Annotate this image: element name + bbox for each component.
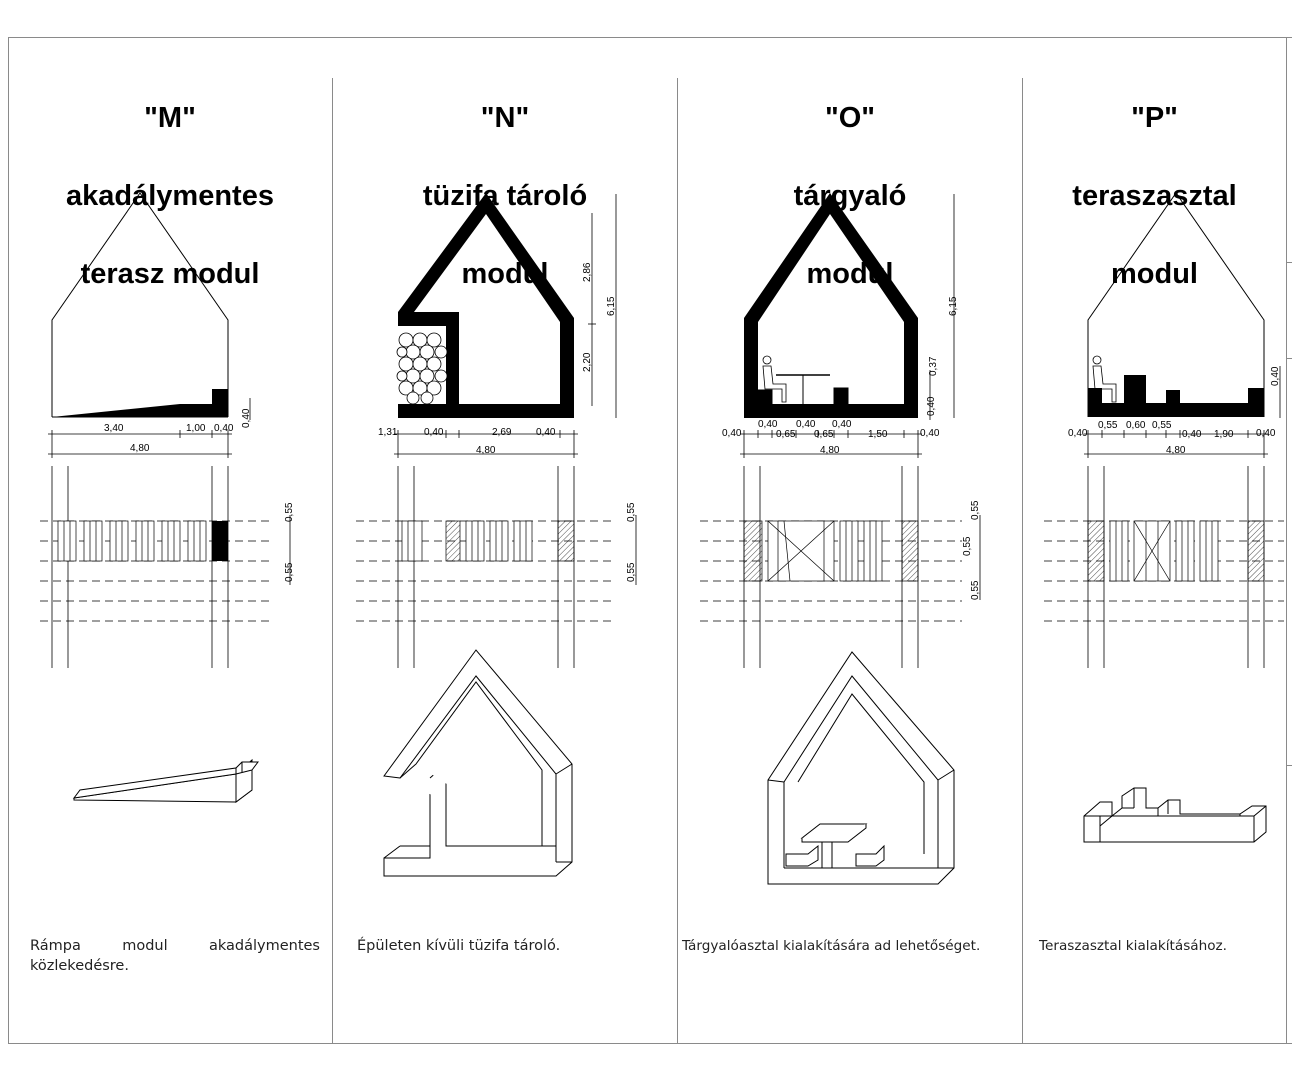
dim-text: 0,40 [1270,366,1281,386]
dim-text: 4,80 [130,443,150,454]
section-elevation-p [1087,192,1265,417]
dim-text: 0,40 [920,428,940,439]
dim-text: 0,40 [926,396,937,416]
module-name-line-2: modul [1111,258,1198,290]
dim-text: 0,55 [970,500,981,520]
right-edge-tick-1 [1286,262,1292,263]
frame-top-line [8,37,1292,38]
column-divider-3 [1022,78,1023,1044]
frame-bottom-line [8,1043,1292,1044]
plan-view-m [51,466,229,668]
plan-solid-block-m [212,521,228,561]
dimension-lines-o [740,194,955,458]
module-title: "N" tüzifa tároló modul [333,60,677,333]
column-divider-1 [332,78,333,1044]
dim-text: 1,31 [378,427,398,438]
dim-text: 4,80 [476,445,496,456]
right-edge-tick-3 [1286,765,1292,766]
dim-text: 0,40 [1256,428,1276,439]
dimension-lines-p [1084,366,1281,458]
dim-text: 0,55 [284,502,295,522]
dim-text: 0,55 [626,502,637,522]
frame-left-line [8,37,9,1044]
dim-text: 0,65 [776,429,796,440]
seated-person-figure [1092,355,1117,403]
dim-text: 3,40 [104,423,124,434]
module-description: Teraszasztal kialakításához. [1039,938,1227,954]
module-name-line-1: teraszasztal [1072,180,1237,212]
plan-slats-o [743,520,919,582]
firewood-logs [396,332,448,405]
module-column-m: "M" akadálymentes terasz modul Rámpa mod… [8,38,332,1044]
seated-person-figure [762,355,787,403]
dim-text: 4,80 [1166,445,1186,456]
dim-text: 0,37 [928,356,939,376]
table-section-o [757,374,849,405]
module-description: Épületen kívüli tüzifa tároló. [357,938,561,954]
right-edge-tick-2 [1286,358,1292,359]
module-name-line-2: terasz modul [80,258,260,290]
axonometric-terrace-table-p [1083,787,1267,843]
module-name-line-1: tárgyaló [793,180,907,212]
module-description: Rámpa modul akadálymentes közlekedésre. [30,938,320,974]
dimension-lines-n [394,194,617,458]
dim-text: 0,55 [1098,420,1118,431]
dim-text: 0,40 [796,419,816,430]
axonometric-meeting-module-o [767,651,955,885]
module-title: "P" teraszasztal modul [1023,60,1286,333]
dim-text: 1,50 [868,429,888,440]
dim-text: 0,40 [758,419,778,430]
dim-text: 0,40 [214,423,234,434]
dim-text: 0,40 [1068,428,1088,439]
dim-text: 4,80 [820,445,840,456]
dimension-lines-m [48,398,251,458]
dim-text: 0,40 [1182,429,1202,440]
dim-text: 2,86 [582,262,593,282]
dim-text: 0,40 [424,427,444,438]
dim-text: 0,40 [536,427,556,438]
dim-text: 6,15 [948,296,959,316]
plan-slats-m [57,520,207,562]
dim-text: 0,65 [814,429,834,440]
dim-text: 0,55 [970,580,981,600]
dim-text: 0,40 [832,419,852,430]
plan-slats-p [1087,520,1265,582]
ramp-section [52,389,228,417]
dim-text: 0,40 [722,428,742,439]
module-description: Tárgyalóasztal kialakítására ad lehetősé… [682,938,981,954]
dim-text: 1,90 [1214,429,1234,440]
dim-text: 0,55 [284,562,295,582]
module-title: "M" akadálymentes terasz modul [8,60,332,333]
module-name-line-1: tüzifa tároló [422,180,588,212]
plan-slats-n [401,520,575,562]
module-letter: "N" [480,102,530,134]
axonometric-firewood-module-n [383,649,573,877]
dim-text: 2,20 [582,352,593,372]
dim-text: 2,69 [492,427,512,438]
dim-text: 0,60 [1126,420,1146,431]
frame-right-line [1286,37,1287,1044]
dim-text: 6,15 [606,296,617,316]
terrace-table-section [1088,375,1264,417]
module-column-n: "N" tüzifa tároló modul Épületen kívüli … [333,38,677,1044]
module-column-p: "P" teraszasztal modul Teraszasztal kial… [1023,38,1286,1044]
plan-view-n [397,466,575,668]
dim-text: 1,00 [186,423,206,434]
module-letter: "O" [824,102,876,134]
dim-text: 0,55 [626,562,637,582]
module-name-line-1: akadálymentes [66,180,274,212]
dim-text: 0,40 [241,408,252,428]
column-divider-2 [677,78,678,1044]
module-letter: "P" [1131,102,1178,134]
axonometric-ramp-m [72,758,259,803]
dim-text: 0,55 [1152,420,1172,431]
dim-text: 0,55 [962,536,973,556]
module-letter: "M" [144,102,196,134]
